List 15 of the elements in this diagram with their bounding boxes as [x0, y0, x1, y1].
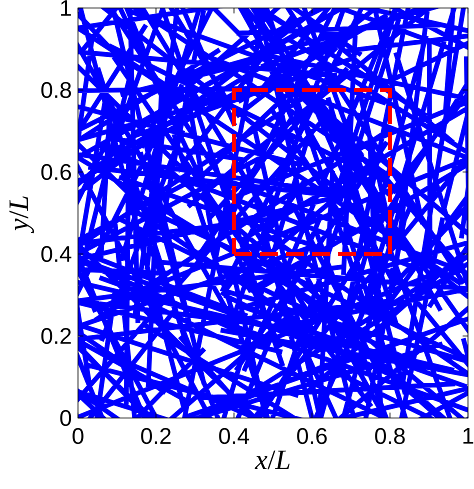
tick-label: 0.2	[141, 428, 171, 444]
tick-label: 1	[463, 428, 474, 444]
tick-label: 0.2	[41, 328, 71, 344]
axis-label: y/L	[9, 196, 34, 234]
tick-label: 0.6	[297, 428, 327, 444]
tick-label: 0.4	[41, 246, 72, 262]
tick-label: 1	[61, 0, 71, 16]
tick-label: 0	[60, 410, 72, 426]
tick-label: 0.4	[219, 428, 250, 444]
dashed-rectangle	[232, 88, 392, 256]
tick-label: 0	[72, 428, 84, 444]
tick-label: 0.6	[41, 164, 71, 180]
axis-label: x/L	[254, 450, 290, 470]
tick-label: 0.8	[41, 82, 71, 98]
tick-label: 0.8	[375, 428, 405, 444]
